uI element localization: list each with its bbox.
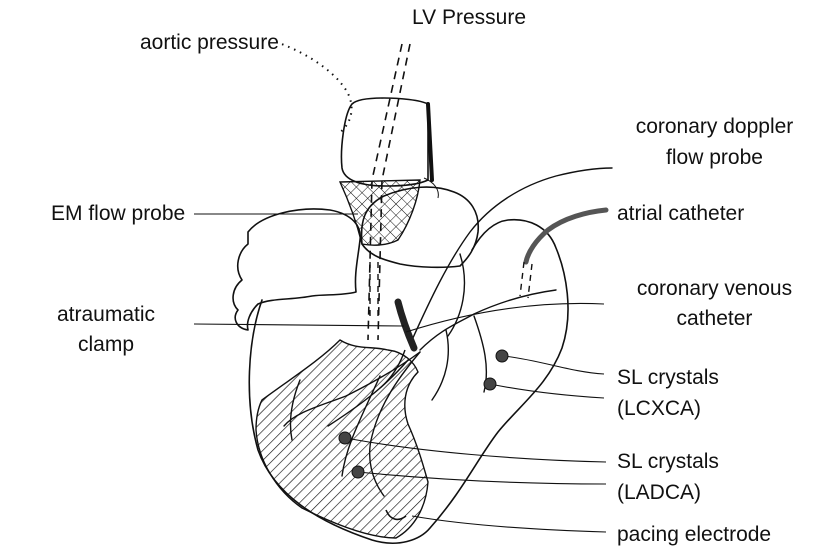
pacing-electrode-leader bbox=[412, 516, 606, 532]
label-venous-catheter: catheter bbox=[602, 306, 827, 332]
label-clamp: clamp bbox=[26, 332, 186, 358]
label-pacing-electrode: pacing electrode bbox=[617, 522, 771, 548]
label-coronary-doppler: coronary doppler bbox=[602, 114, 827, 140]
em-flow-probe-cuff bbox=[340, 180, 420, 245]
label-sl-crystals-lcxca: SL crystals bbox=[617, 365, 719, 391]
label-aortic-pressure: aortic pressure bbox=[140, 30, 279, 56]
label-lcxca: (LCXCA) bbox=[617, 396, 701, 422]
coronary-venous-catheter bbox=[398, 302, 414, 348]
label-sl-crystals-ladca: SL crystals bbox=[617, 449, 719, 475]
atraumatic-clamp-leader bbox=[194, 324, 404, 326]
sl-crystal-lcxca-1 bbox=[496, 350, 508, 362]
label-atraumatic: atraumatic bbox=[26, 302, 186, 328]
label-ladca: (LADCA) bbox=[617, 480, 701, 506]
label-em-flow-probe: EM flow probe bbox=[51, 201, 185, 227]
coronary-venous-leader bbox=[406, 303, 604, 332]
label-flow-probe: flow probe bbox=[602, 145, 827, 171]
sl-crystal-ladca-2 bbox=[352, 466, 364, 478]
sl-crystal-ladca-1 bbox=[339, 432, 351, 444]
aortic-pressure-line bbox=[276, 42, 352, 134]
label-atrial-catheter: atrial catheter bbox=[617, 201, 744, 227]
sl-crystal-lcxca-2 bbox=[484, 378, 496, 390]
atrial-appendage-outline bbox=[233, 209, 360, 330]
atrial-catheter-tube bbox=[526, 210, 606, 262]
label-lv-pressure: LV Pressure bbox=[412, 5, 526, 31]
lcxca-leader-2 bbox=[490, 384, 604, 398]
label-coronary-venous: coronary venous bbox=[602, 276, 827, 302]
aortic-cannula bbox=[341, 98, 428, 186]
atraumatic-clamp bbox=[370, 262, 378, 320]
